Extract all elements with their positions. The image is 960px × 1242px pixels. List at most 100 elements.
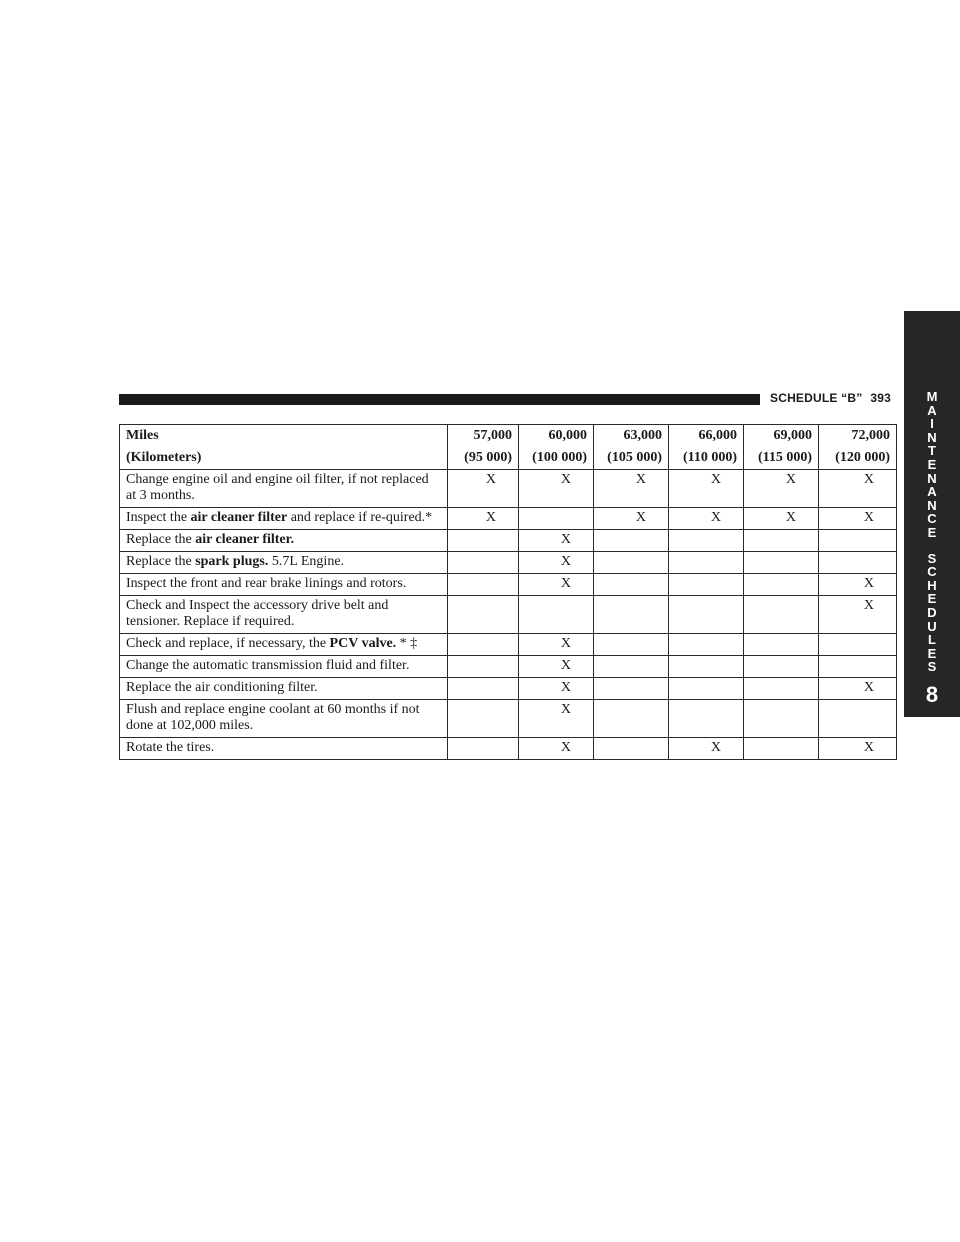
table-row: Check and replace, if necessary, the PCV… (119, 633, 897, 656)
table-row: Check and Inspect the accessory drive be… (119, 595, 897, 634)
side-tab-gap (904, 540, 960, 552)
interval-mark-cell (743, 737, 819, 760)
header-miles-label: Miles (126, 428, 159, 443)
service-text: 5.7L Engine. (268, 554, 345, 569)
interval-mark-cell (743, 699, 819, 738)
interval-km: (100 000) (532, 450, 587, 465)
interval-mark-cell (593, 529, 669, 552)
service-text: Check and replace, if necessary, the (126, 636, 330, 651)
interval-mark-cell: X (668, 469, 744, 508)
interval-km: (105 000) (607, 450, 662, 465)
side-tab-letter: A (927, 484, 937, 500)
interval-mark-cell (668, 529, 744, 552)
service-emphasis: spark plugs. (195, 554, 269, 569)
interval-mark-cell: X (518, 573, 594, 596)
interval-miles: 63,000 (623, 428, 663, 443)
interval-mark-cell (593, 699, 669, 738)
interval-mark-cell (593, 551, 669, 574)
interval-mark-cell (818, 699, 897, 738)
service-description: Replace the spark plugs. 5.7L Engine. (119, 551, 448, 574)
interval-mark-cell (668, 573, 744, 596)
interval-mark-cell (593, 573, 669, 596)
interval-mark-cell (743, 677, 819, 700)
interval-mark-cell: X (818, 677, 897, 700)
interval-mark-cell: X (447, 469, 519, 508)
section-title: SCHEDULE “B” (770, 391, 863, 405)
service-description: Flush and replace engine coolant at 60 m… (119, 699, 448, 738)
side-tab-letter: E (927, 524, 937, 540)
interval-miles: 69,000 (773, 428, 813, 443)
side-tab-letter: E (927, 645, 937, 661)
interval-mark-cell (818, 529, 897, 552)
side-tab-letter: A (927, 402, 937, 418)
interval-mark-cell (447, 655, 519, 678)
interval-miles: 72,000 (851, 428, 891, 443)
interval-mark-cell: X (818, 469, 897, 508)
interval-mark-cell: X (743, 507, 819, 530)
interval-mark-cell (818, 655, 897, 678)
service-text: Replace the (126, 532, 196, 547)
table-row: Inspect the front and rear brake linings… (119, 573, 897, 596)
interval-mark-cell: X (518, 529, 594, 552)
interval-mark-cell (743, 551, 819, 574)
header-interval-cell: 69,000(115 000) (743, 424, 819, 470)
interval-mark-cell: X (518, 677, 594, 700)
side-tab-letter: E (927, 456, 937, 472)
interval-mark-cell (593, 595, 669, 634)
interval-mark-cell (743, 655, 819, 678)
header-interval-cell: 72,000 (120 000) (818, 424, 897, 470)
interval-mark-cell (668, 699, 744, 738)
interval-mark-cell (447, 595, 519, 634)
interval-mark-cell (668, 677, 744, 700)
service-text: Replace the (126, 554, 196, 569)
header-km-label: (Kilometers) (126, 450, 202, 465)
interval-mark-cell (518, 507, 594, 530)
interval-mark-cell (447, 551, 519, 574)
table-row: Inspect the air cleaner filter and repla… (119, 507, 897, 530)
service-text: Check and Inspect the accessory drive be… (126, 598, 389, 629)
interval-mark-cell: X (668, 507, 744, 530)
interval-mark-cell (743, 595, 819, 634)
interval-mark-cell: X (447, 507, 519, 530)
interval-mark-cell (818, 633, 897, 656)
header-label-cell: Miles (Kilometers) (119, 424, 448, 470)
service-text: and replace if re-quired.* (287, 510, 433, 525)
interval-mark-cell (447, 633, 519, 656)
header-interval-cell: 57,000(95 000) (447, 424, 519, 470)
page-number: 393 (870, 391, 892, 405)
service-text: Inspect the (126, 510, 191, 525)
side-tab-letter: E (927, 591, 937, 607)
maintenance-schedule-table: Miles (Kilometers) 57,000(95 000)60,000(… (119, 424, 897, 760)
interval-mark-cell: X (818, 737, 897, 760)
service-description: Replace the air conditioning filter. (119, 677, 448, 700)
service-description: Rotate the tires. (119, 737, 448, 760)
interval-km: (110 000) (682, 450, 737, 465)
interval-mark-cell: X (518, 655, 594, 678)
side-tab-letter: D (927, 604, 937, 620)
interval-mark-cell (668, 595, 744, 634)
interval-mark-cell: X (518, 469, 594, 508)
side-tab-letter: N (927, 497, 937, 513)
service-text: Replace the air conditioning filter. (126, 680, 318, 695)
service-emphasis: air cleaner filter. (195, 532, 295, 547)
table-row: Change the automatic transmission fluid … (119, 655, 897, 678)
table-row: Replace the air cleaner filter. X (119, 529, 897, 552)
interval-km: (120 000) (835, 450, 890, 465)
service-text: Inspect the front and rear brake linings… (126, 576, 407, 591)
interval-mark-cell (743, 633, 819, 656)
interval-mark-cell (447, 573, 519, 596)
interval-mark-cell (743, 573, 819, 596)
table-row: Replace the air conditioning filter. X X (119, 677, 897, 700)
service-emphasis: PCV valve. (329, 636, 397, 651)
interval-mark-cell: X (818, 595, 897, 634)
service-description: Replace the air cleaner filter. (119, 529, 448, 552)
side-tab-letter: S (927, 550, 937, 566)
side-tab-letter: I (930, 416, 934, 432)
side-tab-letter: M (926, 389, 938, 404)
interval-miles: 57,000 (473, 428, 513, 443)
service-emphasis: air cleaner filter (190, 510, 288, 525)
interval-mark-cell (668, 633, 744, 656)
interval-mark-cell (447, 699, 519, 738)
